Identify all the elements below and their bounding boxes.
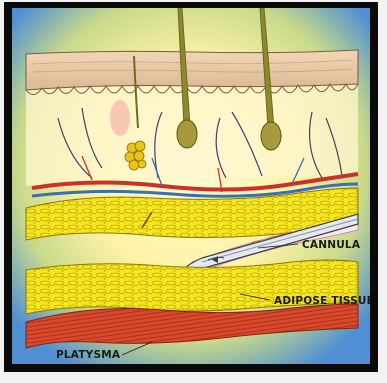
illustration-panel: CANNULA ADIPOSE TISSUE PLATYSMA: [12, 8, 370, 364]
figure-frame: CANNULA ADIPOSE TISSUE PLATYSMA: [4, 2, 378, 372]
cannula-label: CANNULA: [302, 239, 361, 251]
epidermis-layer: [26, 50, 358, 90]
skin-cross-section-diagram: CANNULA ADIPOSE TISSUE PLATYSMA: [12, 8, 370, 364]
gland-blush: [110, 100, 130, 136]
platysma-label: PLATYSMA: [56, 349, 121, 361]
